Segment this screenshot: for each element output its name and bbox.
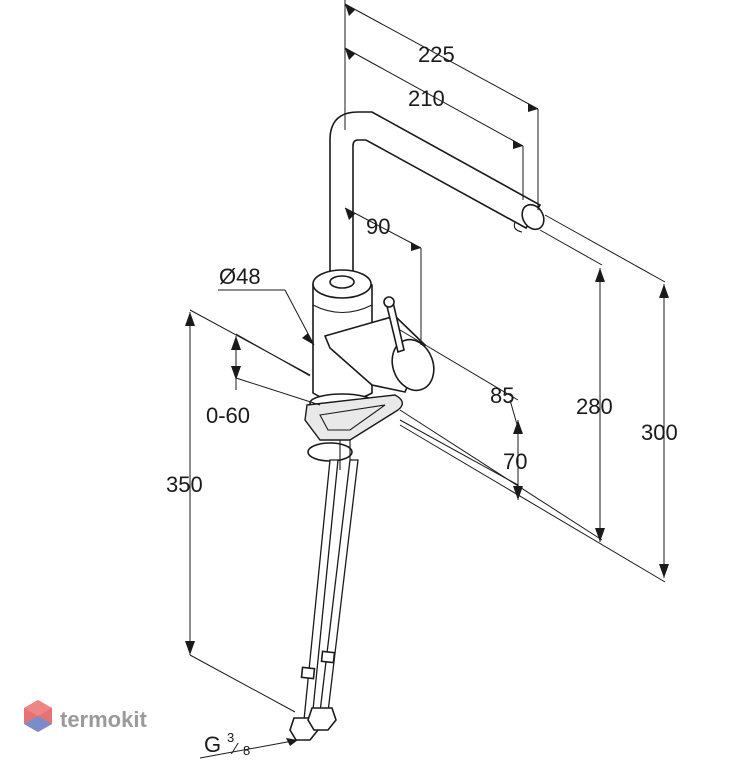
dim-210: 210 [408,86,445,111]
hose-left [303,459,339,721]
spout-tube [329,111,542,283]
dimension-lines [185,0,669,759]
spout-aerator [513,221,523,233]
body-band [312,304,373,314]
watermark-logo: termokit [24,700,147,732]
hose-couplings [289,650,337,741]
dim-350: 350 [166,472,203,497]
lever-knob [383,296,395,308]
svg-text:3: 3 [227,730,234,745]
dim-48: Ø48 [219,264,261,289]
thread-label: G 3 ⁄ 8 [204,730,250,758]
dim-0-60: 0-60 [206,403,250,428]
spout-socket [329,275,355,289]
dim-300: 300 [641,420,678,445]
svg-text:G: G [204,732,221,757]
dim-280: 280 [576,394,613,419]
dim-85: 85 [490,383,514,408]
dimension-labels: 225 210 90 Ø48 85 280 300 0-60 70 350 G … [166,42,678,758]
svg-text:8: 8 [243,743,250,758]
dim-70: 70 [503,449,527,474]
svg-text:⁄: ⁄ [230,741,239,758]
logo-text: termokit [60,707,147,732]
mounting-nut [307,442,353,462]
handle-cap [391,338,435,392]
faucet [289,111,545,741]
dim-225: 225 [418,42,455,67]
spout-outlet [521,203,545,231]
mounting-bracket-inner [319,404,386,431]
logo-icon [24,700,52,732]
dim-90: 90 [366,214,390,239]
